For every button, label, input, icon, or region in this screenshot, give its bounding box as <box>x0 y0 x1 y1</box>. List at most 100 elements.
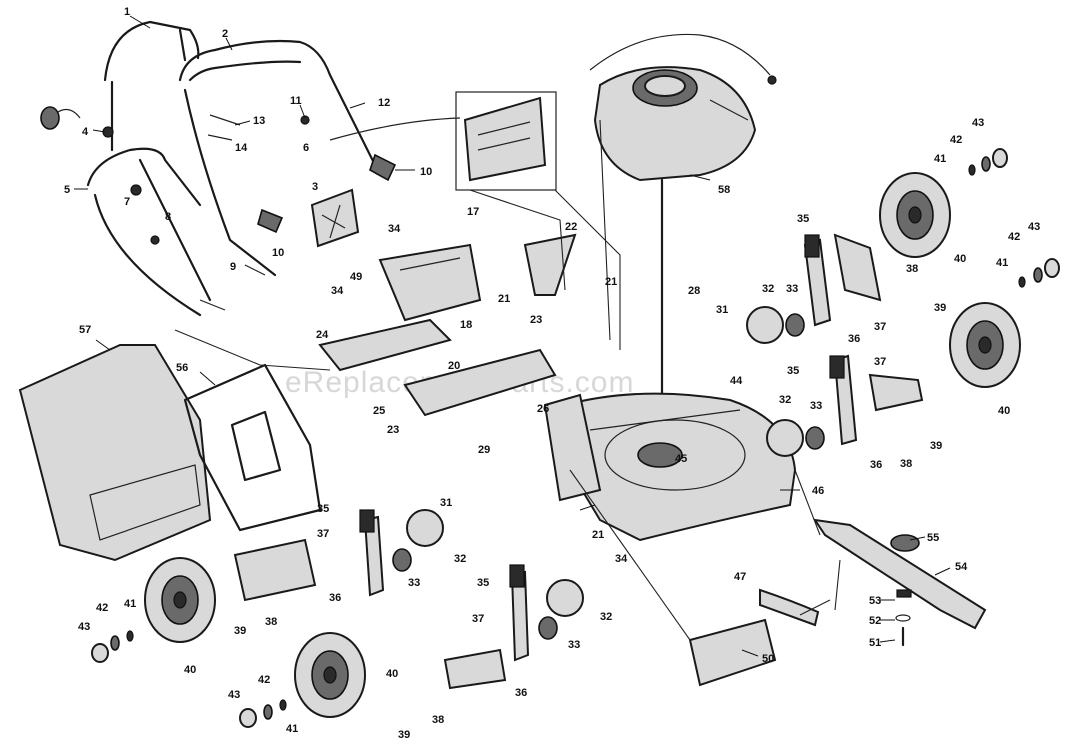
callout-55: 55 <box>927 532 939 544</box>
callout-10b: 10 <box>272 247 284 259</box>
callout-24: 24 <box>316 329 329 341</box>
callout-39a: 39 <box>934 302 946 314</box>
grass-bag[interactable] <box>18 344 212 562</box>
callout-53: 53 <box>869 595 881 607</box>
callout-37b: 37 <box>874 356 886 368</box>
callout-43d: 43 <box>228 689 240 701</box>
warning-label[interactable] <box>310 188 360 248</box>
callout-23a: 23 <box>530 314 542 326</box>
callout-35b: 35 <box>787 365 799 377</box>
callout-43a: 43 <box>972 117 984 129</box>
lower-handle[interactable] <box>178 39 377 277</box>
callout-31b: 31 <box>440 497 452 509</box>
upper-handle[interactable] <box>103 20 200 152</box>
callout-34a: 34 <box>388 223 401 235</box>
wheel-axles[interactable] <box>233 233 924 690</box>
callout-26: 26 <box>537 403 549 415</box>
callout-32b: 32 <box>779 394 791 406</box>
callout-37d: 37 <box>472 613 484 625</box>
callout-33a: 33 <box>786 283 798 295</box>
callout-38d: 38 <box>432 714 444 726</box>
engine[interactable] <box>593 66 757 432</box>
callout-38c: 38 <box>265 616 277 628</box>
callout-21a: 21 <box>498 293 510 305</box>
callout-40c: 40 <box>184 664 196 676</box>
callout-21c: 21 <box>592 529 604 541</box>
callout-32a: 32 <box>762 283 774 295</box>
callout-40d: 40 <box>386 668 398 680</box>
callout-58: 58 <box>718 184 730 196</box>
callout-39c: 39 <box>234 625 246 637</box>
blade[interactable] <box>812 518 987 647</box>
callout-36a: 36 <box>848 333 860 345</box>
callout-39b: 39 <box>930 440 942 452</box>
callout-42c: 42 <box>96 602 108 614</box>
callout-43c: 43 <box>78 621 90 633</box>
callout-33d: 33 <box>568 639 580 651</box>
callout-36c: 36 <box>329 592 341 604</box>
wheel-front-left-lower[interactable] <box>294 632 366 718</box>
callout-3: 3 <box>312 181 318 193</box>
callout-36b: 36 <box>870 459 882 471</box>
callout-52: 52 <box>869 615 881 627</box>
wheel-front-left-upper[interactable] <box>144 557 216 643</box>
wheel-rear-right-upper[interactable] <box>879 172 951 258</box>
callout-22: 22 <box>565 221 577 233</box>
callout-47: 47 <box>734 571 746 583</box>
handle-lower-frame[interactable] <box>86 147 212 317</box>
callout-38a: 38 <box>906 263 918 275</box>
baffle-shield[interactable] <box>688 588 820 687</box>
callout-54: 54 <box>955 561 968 573</box>
wheel-rear-right-lower[interactable] <box>949 302 1021 388</box>
deck-plate[interactable] <box>543 393 602 502</box>
callout-20: 20 <box>448 360 460 372</box>
callout-7: 7 <box>124 196 130 208</box>
callout-29: 29 <box>478 444 490 456</box>
leader-lines <box>74 15 951 657</box>
callout-8: 8 <box>165 211 171 223</box>
axle-plate[interactable] <box>318 318 452 372</box>
callout-31a: 31 <box>716 304 728 316</box>
callout-25: 25 <box>373 405 385 417</box>
callout-4: 4 <box>82 126 89 138</box>
callout-41d: 41 <box>286 723 298 735</box>
callout-35d: 35 <box>477 577 489 589</box>
callout-56: 56 <box>176 362 188 374</box>
callout-37c: 37 <box>317 528 329 540</box>
rear-bracket[interactable] <box>378 243 482 322</box>
callout-32d: 32 <box>600 611 612 623</box>
callout-33b: 33 <box>810 400 822 412</box>
callout-28: 28 <box>688 285 700 297</box>
callout-13: 13 <box>253 115 265 127</box>
callout-11: 11 <box>290 95 302 107</box>
callout-37a: 37 <box>874 321 886 333</box>
callout-51: 51 <box>869 637 881 649</box>
callout-14: 14 <box>235 142 248 154</box>
rear-baffle[interactable] <box>403 348 557 417</box>
handle-hardware[interactable] <box>102 114 397 311</box>
callout-33c: 33 <box>408 577 420 589</box>
callout-18: 18 <box>460 319 472 331</box>
callout-50: 50 <box>762 653 774 665</box>
callout-36d: 36 <box>515 687 527 699</box>
callout-12: 12 <box>378 97 390 109</box>
callout-5: 5 <box>64 184 70 196</box>
callout-42d: 42 <box>258 674 270 686</box>
height-adjusters[interactable] <box>359 234 858 662</box>
mower-deck[interactable] <box>563 392 797 542</box>
callout-23b: 23 <box>387 424 399 436</box>
callout-1: 1 <box>124 6 130 18</box>
callout-34c: 34 <box>615 553 628 565</box>
callout-45: 45 <box>675 453 687 465</box>
chute-door[interactable] <box>523 233 577 296</box>
callout-34b: 34 <box>331 285 344 297</box>
control-panel-inset[interactable] <box>455 91 557 191</box>
callout-49: 49 <box>350 271 362 283</box>
wheel-hardware[interactable] <box>91 148 1060 728</box>
callout-43b: 43 <box>1028 221 1040 233</box>
callout-17: 17 <box>467 206 479 218</box>
throttle-cable[interactable] <box>329 33 777 141</box>
starter-rope-handle[interactable] <box>40 106 81 130</box>
adjuster-gears[interactable] <box>392 306 825 640</box>
